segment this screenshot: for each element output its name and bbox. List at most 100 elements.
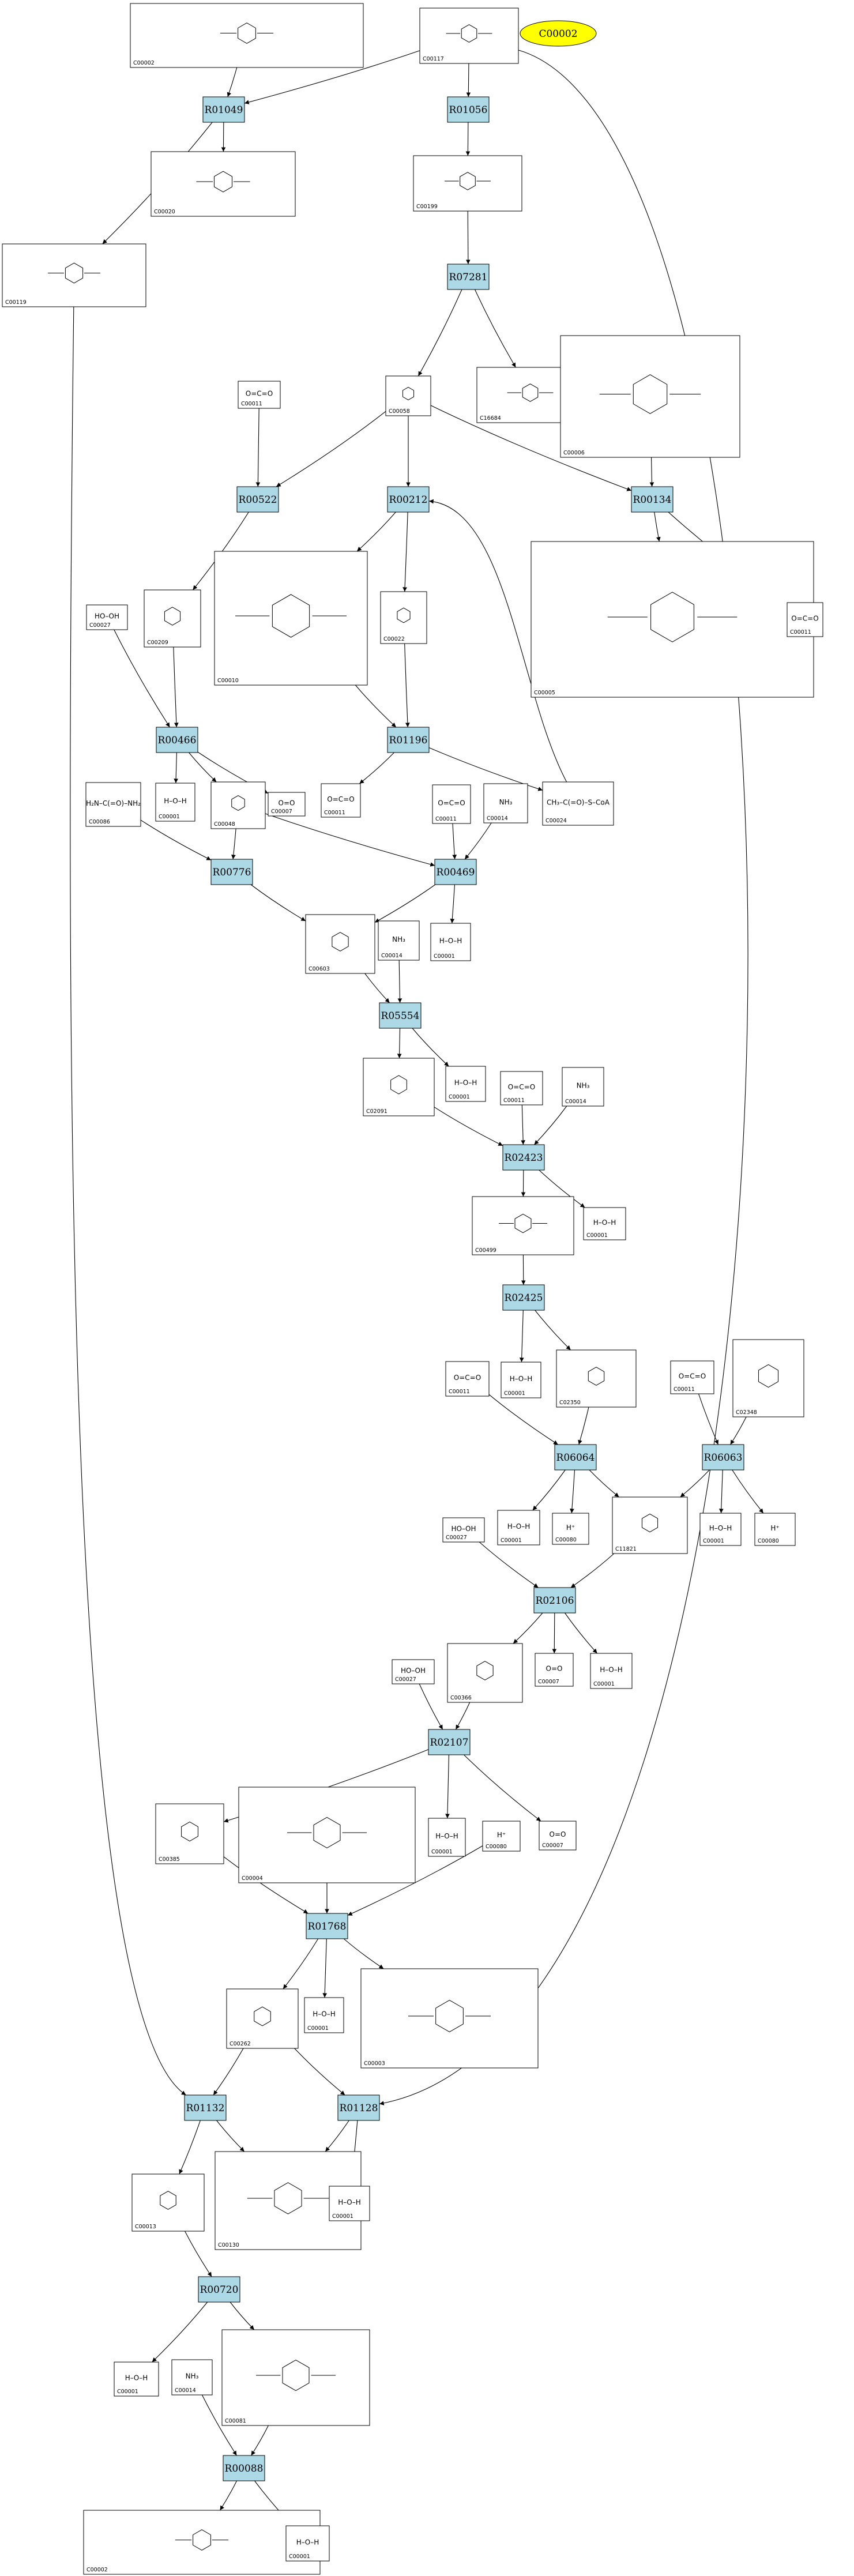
compound-box bbox=[171, 2359, 213, 2396]
compound-c00117[interactable]: C00117 bbox=[419, 7, 519, 64]
compound-box bbox=[419, 7, 519, 64]
compound-c00199[interactable]: C00199 bbox=[413, 155, 522, 212]
reaction-R02106[interactable]: R02106 bbox=[533, 1587, 576, 1614]
reaction-R01132[interactable]: R01132 bbox=[184, 2094, 227, 2121]
reaction-R05554[interactable]: R05554 bbox=[379, 1002, 422, 1029]
reaction-R06063[interactable]: R06063 bbox=[702, 1444, 744, 1471]
compound-c00013[interactable]: C00013 bbox=[131, 2173, 205, 2232]
structure-sketch-icon bbox=[160, 2191, 176, 2210]
compound-c00366[interactable]: C00366 bbox=[447, 1643, 523, 1703]
compound-c00048[interactable]: C00048 bbox=[210, 781, 266, 829]
compound-box bbox=[472, 1196, 574, 1255]
compound-id-label: C00001 bbox=[434, 953, 455, 960]
reaction-R00469[interactable]: R00469 bbox=[434, 859, 477, 885]
reaction-R00212[interactable]: R00212 bbox=[387, 486, 430, 513]
compound-c00119[interactable]: C00119 bbox=[2, 243, 146, 307]
reaction-R01128[interactable]: R01128 bbox=[337, 2094, 380, 2121]
compound-c00603[interactable]: C00603 bbox=[305, 914, 375, 974]
compound-c00004[interactable]: C00004 bbox=[238, 1787, 416, 1883]
compound-box bbox=[155, 783, 195, 822]
reaction-R00134[interactable]: R00134 bbox=[631, 486, 674, 513]
reaction-R00720[interactable]: R00720 bbox=[198, 2276, 240, 2303]
reaction-R06064[interactable]: R06064 bbox=[554, 1444, 597, 1471]
highlight-node-C00002[interactable]: C00002 bbox=[520, 20, 597, 47]
compound-id-label: C00027 bbox=[446, 1535, 467, 1541]
edge-R02106-c00007_b bbox=[552, 1612, 557, 1654]
compound-c00385[interactable]: C00385 bbox=[155, 1803, 224, 1864]
compound-c00080_c[interactable]: H⁺C00080 bbox=[482, 1821, 521, 1852]
reaction-R01049[interactable]: R01049 bbox=[202, 96, 245, 123]
edge-R01768-c00003 bbox=[343, 1938, 384, 1969]
compound-c00002_bot[interactable]: C00002 bbox=[83, 2510, 321, 2575]
compound-c00002_top[interactable]: C00002 bbox=[130, 3, 364, 68]
reaction-R00522[interactable]: R00522 bbox=[236, 486, 279, 513]
compound-c11821[interactable]: C11821 bbox=[612, 1496, 688, 1554]
reaction-box bbox=[533, 1587, 576, 1614]
compound-c00006[interactable]: C00006 bbox=[560, 335, 740, 458]
compound-c00081[interactable]: C00081 bbox=[221, 2329, 370, 2426]
reaction-R00088[interactable]: R00088 bbox=[223, 2455, 265, 2481]
compound-c00262[interactable]: C00262 bbox=[226, 1988, 299, 2049]
reaction-R02423[interactable]: R02423 bbox=[502, 1144, 545, 1171]
reaction-R02425[interactable]: R02425 bbox=[502, 1284, 545, 1311]
compound-c00499[interactable]: C00499 bbox=[472, 1196, 574, 1255]
compound-c00080_b[interactable]: H⁺C00080 bbox=[754, 1513, 796, 1546]
compound-c00058[interactable]: C00058 bbox=[385, 375, 431, 416]
compound-id-label: C00001 bbox=[703, 1538, 724, 1544]
reaction-R00776[interactable]: R00776 bbox=[210, 859, 253, 885]
compound-c02348[interactable]: C02348 bbox=[732, 1339, 804, 1417]
reaction-R01056[interactable]: R01056 bbox=[447, 96, 490, 123]
compound-c02350[interactable]: C02350 bbox=[556, 1349, 637, 1408]
compound-c02091[interactable]: C02091 bbox=[363, 1058, 435, 1116]
compound-c00005[interactable]: C00005 bbox=[531, 541, 814, 698]
reaction-label: R02106 bbox=[536, 1595, 574, 1607]
compound-c00020[interactable]: C00020 bbox=[151, 151, 296, 217]
compound-c00022[interactable]: C00022 bbox=[380, 591, 427, 644]
compound-c00003[interactable]: C00003 bbox=[360, 1968, 539, 2069]
compound-id-label: C00010 bbox=[217, 678, 239, 684]
compound-c00209[interactable]: C00209 bbox=[144, 589, 201, 648]
reaction-label: R02423 bbox=[505, 1152, 543, 1164]
reaction-R07281[interactable]: R07281 bbox=[447, 264, 490, 290]
structure-sketch-icon bbox=[390, 1075, 407, 1095]
compound-c00010[interactable]: C00010 bbox=[214, 551, 368, 686]
reaction-R01196[interactable]: R01196 bbox=[387, 727, 430, 753]
reaction-R00466[interactable]: R00466 bbox=[156, 727, 198, 753]
reaction-R01768[interactable]: R01768 bbox=[306, 1913, 348, 1939]
compound-c00080_a[interactable]: H⁺C00080 bbox=[552, 1513, 589, 1545]
reaction-R02107[interactable]: R02107 bbox=[428, 1729, 471, 1755]
structure-sketch-icon bbox=[196, 171, 250, 193]
